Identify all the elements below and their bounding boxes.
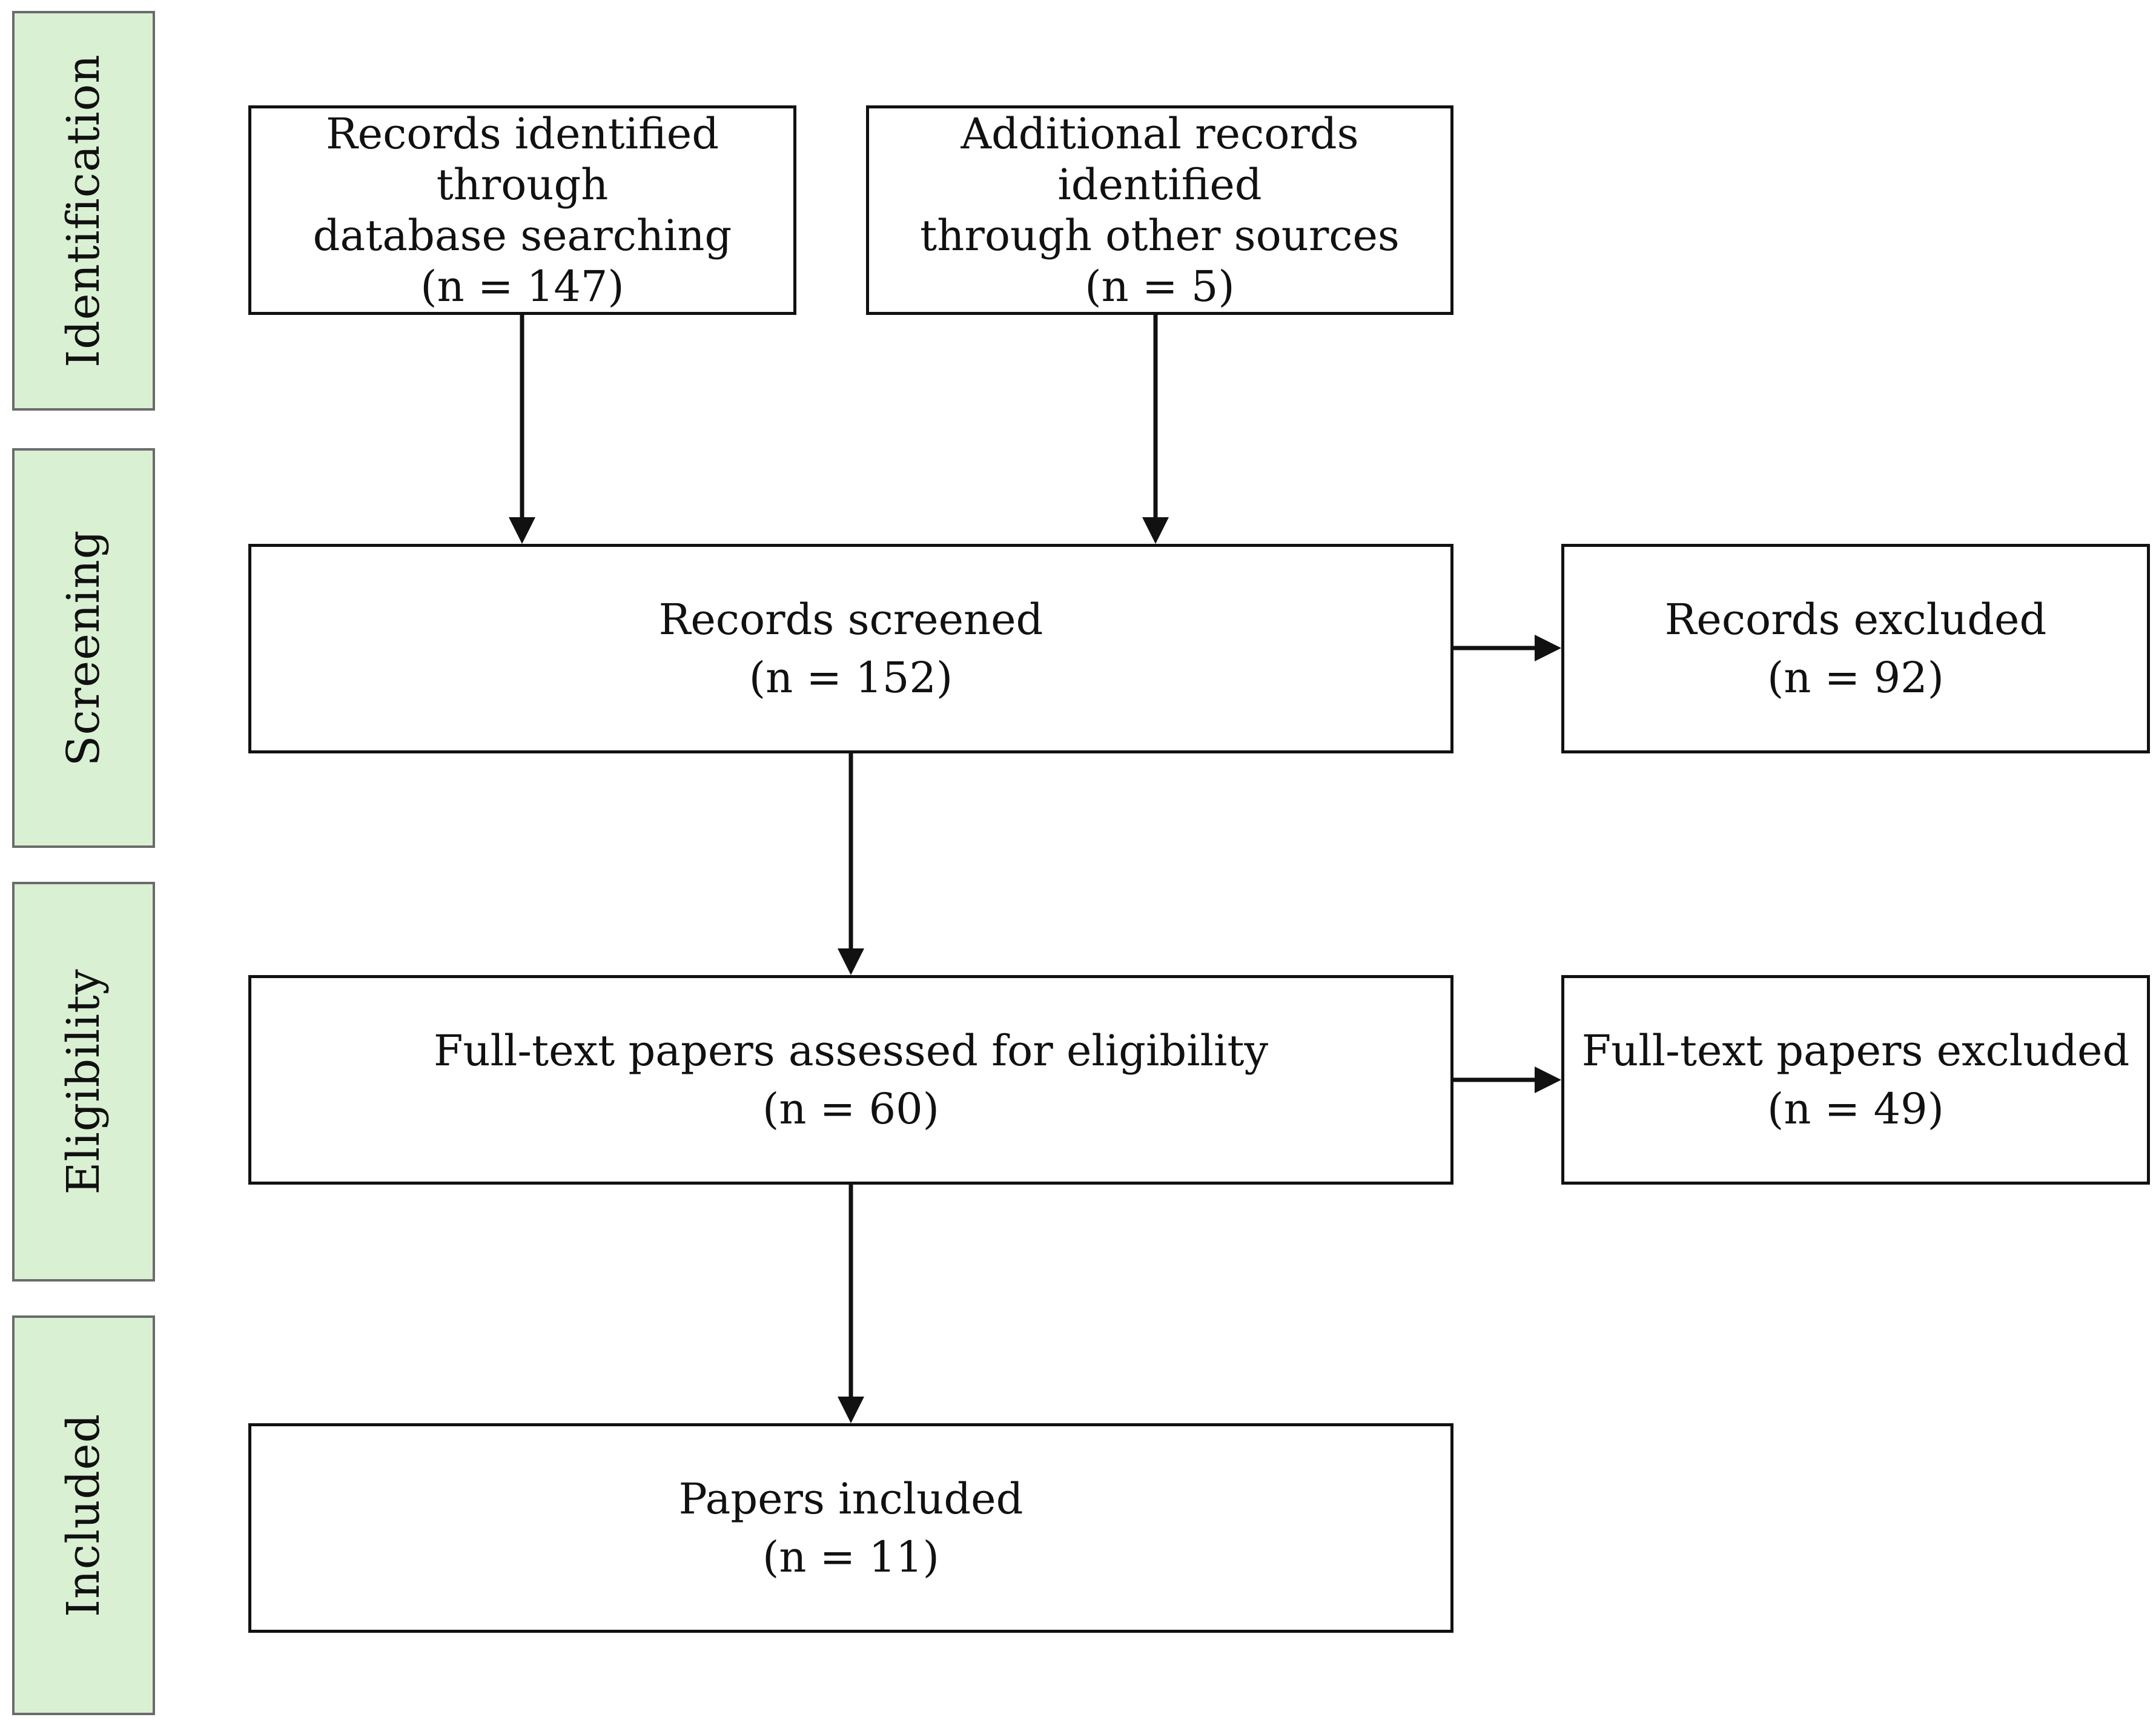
fulltext-excluded-count: (n = 49) [1767, 1084, 1944, 1134]
database-records-count: (n = 147) [420, 262, 624, 311]
box-fulltext-excluded: Full-text papers excluded (n = 49) [1561, 975, 2150, 1185]
fulltext-assessed-count: (n = 60) [762, 1084, 939, 1134]
papers-included-count: (n = 11) [762, 1532, 939, 1582]
records-screened-label: Records screened [658, 595, 1043, 644]
phase-label-eligibility: Eligibility [58, 968, 110, 1195]
phase-screening: Screening [12, 448, 155, 848]
phase-label-identification: Identification [58, 54, 110, 368]
box-records-screened: Records screened (n = 152) [248, 544, 1453, 753]
phase-included: Included [12, 1315, 155, 1715]
arrowhead-database [509, 517, 535, 544]
phase-identification: Identification [12, 11, 155, 411]
arrowhead-assessed-down [838, 1397, 864, 1423]
papers-included-label: Papers included [678, 1474, 1023, 1524]
phase-label-included: Included [58, 1413, 110, 1618]
records-excluded-label: Records excluded [1664, 595, 2047, 644]
arrowhead-screened-down [838, 948, 864, 975]
records-excluded-count: (n = 92) [1767, 653, 1944, 703]
box-fulltext-assessed: Full-text papers assessed for eligibilit… [248, 975, 1453, 1185]
phase-label-screening: Screening [58, 529, 110, 767]
box-records-excluded: Records excluded (n = 92) [1561, 544, 2150, 753]
phase-eligibility: Eligibility [12, 882, 155, 1282]
other-sources-count: (n = 5) [1085, 262, 1235, 311]
box-database-records: Records identified through database sear… [248, 105, 796, 315]
database-records-line1: Records identified through [325, 109, 719, 210]
other-sources-line2: through other sources [920, 211, 1400, 260]
database-records-line2: database searching [312, 211, 732, 260]
fulltext-assessed-label: Full-text papers assessed for eligibilit… [433, 1026, 1269, 1076]
box-papers-included: Papers included (n = 11) [248, 1423, 1453, 1633]
box-other-sources: Additional records identified through ot… [866, 105, 1453, 315]
arrowhead-other [1142, 517, 1169, 544]
other-sources-line1: Additional records identified [961, 109, 1359, 210]
records-screened-count: (n = 152) [749, 653, 953, 703]
fulltext-excluded-label: Full-text papers excluded [1581, 1026, 2130, 1076]
arrowhead-assessed-right [1535, 1067, 1561, 1093]
arrowhead-screened-right [1535, 635, 1561, 661]
